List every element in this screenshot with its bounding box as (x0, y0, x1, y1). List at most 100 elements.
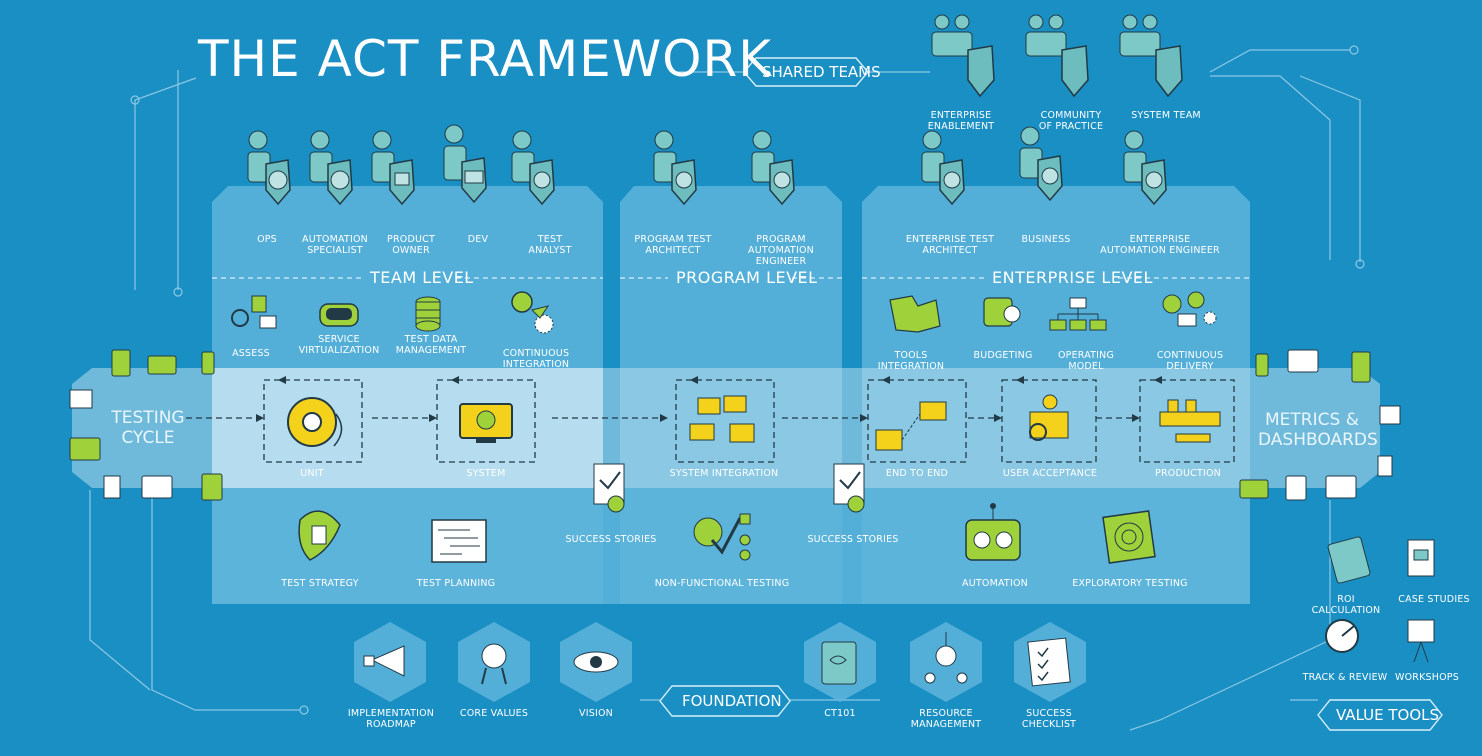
foundation-item-label: IMPLEMENTATION ROADMAP (347, 708, 435, 730)
value-tool-label: ROI CALCULATION (1311, 594, 1381, 616)
radar-icon (1102, 510, 1156, 564)
ops-role-icon (247, 130, 291, 206)
book-icon (821, 641, 857, 685)
team-role-label: TEST ANALYST (528, 234, 572, 256)
team-people-icons (247, 124, 555, 206)
pipeline-arrows (186, 379, 1235, 463)
product-owner-role-icon (371, 130, 415, 206)
value-tool-label: CASE STUDIES (1398, 594, 1470, 605)
value-tool-label: TRACK & REVIEW (1302, 672, 1388, 683)
shared-team-label: COMMUNITY OF PRACTICE (1038, 110, 1104, 132)
award-icon (481, 643, 507, 685)
eye-icon (573, 651, 619, 673)
program-level-label: PROGRAM LEVEL (676, 268, 818, 287)
dev-role-icon (443, 124, 487, 204)
system-monitor-icon (459, 403, 513, 443)
lower-item-label: TEST PLANNING (416, 578, 496, 589)
stage-label: UNIT (300, 468, 324, 479)
testing-cycle-label: TESTING CYCLE (111, 408, 185, 448)
enterprise-enablement-team-icon (931, 14, 995, 98)
delivery-gears-icon (1162, 291, 1217, 327)
metrics-dashboards-label: METRICS & DASHBOARDS (1258, 410, 1378, 450)
foundation-item-label: CORE VALUES (459, 708, 529, 719)
program-role-label: PROGRAM AUTOMATION ENGINEER (748, 234, 814, 267)
unit-gear-icon (287, 397, 343, 447)
team-practice-label: ASSESS (232, 348, 270, 359)
program-automation-engineer-role-icon (751, 130, 795, 206)
team-practice-label: TEST DATA MANAGEMENT (395, 334, 467, 356)
stage-label: USER ACCEPTANCE (1002, 468, 1098, 479)
shared-team-people-icons (931, 14, 1183, 98)
puzzle-icon (889, 295, 941, 333)
shared-team-label: SYSTEM TEAM (1131, 110, 1201, 121)
certificate-icon-2 (833, 463, 865, 513)
program-role-label: PROGRAM TEST ARCHITECT (634, 234, 712, 256)
system-team-icon (1119, 14, 1183, 98)
stage-label: SYSTEM INTEGRATION (669, 468, 779, 479)
test-analyst-role-icon (511, 130, 555, 206)
stage-icons (287, 394, 1221, 451)
lower-item-label: AUTOMATION (962, 578, 1028, 589)
checklist-icon (1027, 637, 1071, 687)
page-title: THE ACT FRAMEWORK (198, 30, 773, 88)
enterprise-practice-label: CONTINUOUS DELIVERY (1156, 350, 1224, 372)
lower-item-label: NON-FUNCTIONAL TESTING (654, 578, 790, 589)
value-tool-icons (1325, 536, 1435, 663)
system-integration-icon (689, 395, 755, 443)
presentation-icon (1407, 619, 1435, 663)
lower-item-label: SUCCESS STORIES (807, 534, 899, 545)
tag-frames (659, 57, 1443, 731)
enterprise-level-label: ENTERPRISE LEVEL (992, 268, 1153, 287)
enterprise-practice-label: TOOLS INTEGRATION (877, 350, 945, 372)
lower-item-label: SUCCESS STORIES (565, 534, 657, 545)
shared-teams-tag: SHARED TEAMS (762, 63, 881, 81)
team-role-label: OPS (257, 234, 277, 245)
team-level-label: TEAM LEVEL (370, 268, 474, 287)
team-role-label: DEV (467, 234, 489, 245)
stage-label: END TO END (885, 468, 949, 479)
enterprise-practice-label: OPERATING MODEL (1057, 350, 1115, 372)
enterprise-role-label: ENTERPRISE TEST ARCHITECT (905, 234, 995, 256)
program-people-icons (653, 130, 795, 206)
device-icons-left (69, 349, 223, 501)
calculator-icon (1327, 536, 1371, 584)
pipeline-arrowheads (256, 376, 1162, 422)
enterprise-automation-engineer-role-icon (1123, 130, 1167, 206)
end-to-end-icon (875, 401, 947, 451)
foundation-item-label: SUCCESS CHECKLIST (1021, 708, 1077, 730)
lower-item-label: EXPLORATORY TESTING (1072, 578, 1188, 589)
robot-icon (965, 503, 1021, 561)
team-practice-icons (231, 291, 554, 334)
shared-team-label: ENTERPRISE ENABLEMENT (927, 110, 995, 132)
team-practice-label: CONTINUOUS INTEGRATION (502, 348, 570, 370)
compass-icon (1325, 619, 1359, 653)
resource-icon (924, 632, 968, 684)
stage-label: PRODUCTION (1155, 468, 1221, 479)
team-band-highlight (212, 368, 603, 488)
foundation-tag: FOUNDATION (682, 692, 782, 710)
org-chart-icon (1049, 297, 1107, 331)
enterprise-test-architect-role-icon (921, 130, 965, 206)
lower-icons (298, 463, 1156, 564)
assess-icon (231, 295, 277, 329)
stage-label: SYSTEM (466, 468, 506, 479)
enterprise-practice-icons (889, 291, 1217, 333)
certificate-icon-1 (593, 463, 625, 513)
connector-lines (89, 45, 1365, 731)
team-role-label: PRODUCT OWNER (387, 234, 435, 256)
gears-icon (511, 291, 554, 334)
gantt-chart-icon (431, 519, 487, 563)
value-tools-tag: VALUE TOOLS (1336, 706, 1440, 724)
foundation-item-label: RESOURCE MANAGEMENT (910, 708, 982, 730)
foundation-icons (363, 632, 1071, 687)
foundation-item-label: VISION (579, 708, 613, 719)
non-functional-icon (693, 513, 751, 561)
database-icon (415, 296, 441, 332)
strategy-icon (298, 510, 341, 561)
production-line-icon (1159, 399, 1221, 443)
program-test-architect-role-icon (653, 130, 697, 206)
foundation-hexagons (354, 622, 1086, 702)
team-practice-label: SERVICE VIRTUALIZATION (298, 334, 380, 356)
